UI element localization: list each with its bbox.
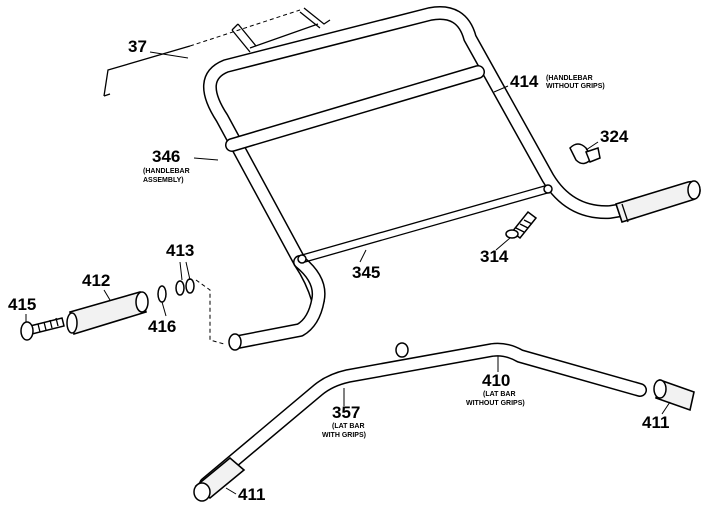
label-314: 314 (480, 247, 509, 266)
label-37: 37 (128, 37, 147, 56)
handlebar-assembly (202, 6, 701, 351)
label-410-desc-1: (LAT BAR (483, 391, 516, 398)
label-415: 415 (8, 295, 36, 314)
label-346-desc-1: (HANDLEBAR (143, 168, 190, 175)
label-357-desc-2: WITH GRIPS) (322, 432, 366, 439)
label-416: 416 (148, 317, 176, 336)
label-357-desc-1: (LAT BAR (332, 423, 365, 430)
label-346: 346 (152, 147, 180, 166)
label-410-desc-2: WITHOUT GRIPS) (466, 400, 525, 407)
label-346-desc-2: ASSEMBLY) (143, 177, 184, 184)
grip-hardware (20, 278, 225, 345)
label-411-left: 411 (238, 485, 265, 504)
label-414-desc-1: (HANDLEBAR (546, 75, 593, 82)
knob-part (569, 141, 601, 165)
label-413: 413 (166, 241, 194, 260)
label-357: 357 (332, 403, 360, 422)
label-411-right: 411 (642, 413, 669, 432)
label-410: 410 (482, 371, 510, 390)
label-414-desc-2: WITHOUT GRIPS) (546, 83, 605, 90)
label-345: 345 (352, 263, 380, 282)
label-414: 414 (510, 72, 539, 91)
label-412: 412 (82, 271, 110, 290)
leader-lines (25, 51, 671, 495)
bolt-part (505, 210, 538, 240)
label-324: 324 (600, 127, 629, 146)
lat-bar (193, 342, 695, 502)
